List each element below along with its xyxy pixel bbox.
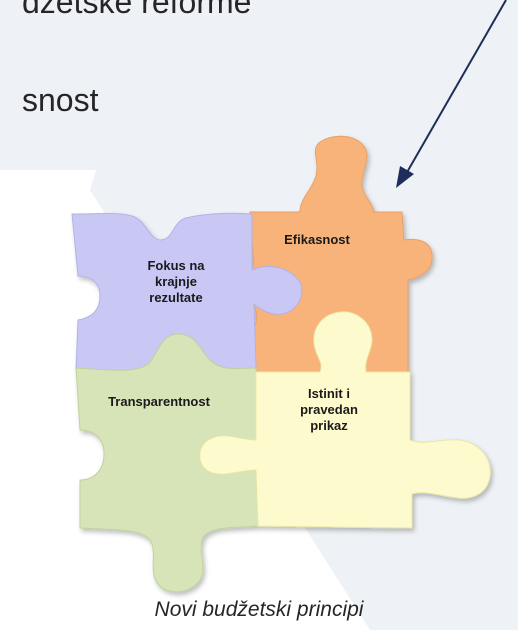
label-efikasnost: Efikasnost: [284, 232, 350, 247]
arrow-shaft: [405, 0, 507, 175]
puzzle-piece-istinit: [199, 311, 491, 529]
heading-line-1: džetske reforme: [22, 0, 252, 20]
label-fokus: Fokus na krajnje rezultate: [147, 258, 205, 305]
caption: Novi budžetski principi: [154, 598, 364, 621]
arrow-head: [396, 166, 414, 188]
pointer-arrow: [396, 0, 507, 188]
label-istinit: Istinit i pravedan prikaz: [300, 386, 358, 433]
heading-line-2: snost: [22, 82, 99, 118]
label-transparentnost: Transparentnost: [108, 394, 210, 409]
